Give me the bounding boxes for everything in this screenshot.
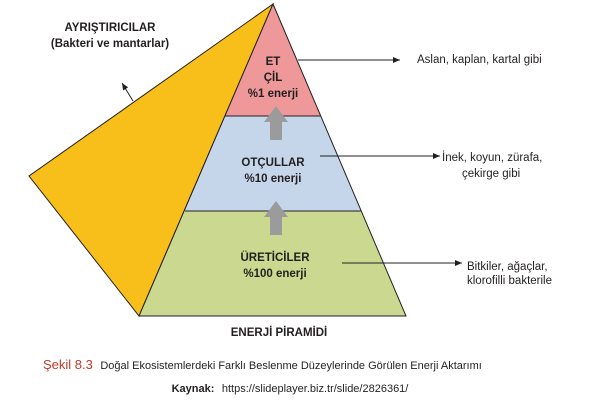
- figure-caption: Şekil 8.3 Doğal Ekosistemlerdeki Farklı …: [43, 356, 482, 373]
- herbivore-level: [185, 116, 361, 211]
- herbivore-examples-line1: İnek, koyun, zürafa,: [442, 151, 542, 164]
- source-line: Kaynak: https://slideplayer.biz.tr/slide…: [172, 379, 410, 396]
- energy-up-arrow-icon: [264, 201, 288, 235]
- carnivore-label-line2: ÇİL: [264, 71, 283, 84]
- carnivore-energy: %1 enerji: [248, 88, 299, 100]
- decomposer-title: AYRIŞTIRICILAR: [65, 22, 157, 34]
- source-label: Kaynak:: [172, 383, 215, 395]
- diagram-title: ENERJİ PİRAMİDİ: [231, 326, 328, 339]
- decomposer-arrow-icon: [121, 82, 134, 102]
- decomposer-subtitle: (Bakteri ve mantarlar): [51, 38, 169, 50]
- caption-label: Şekil 8.3: [43, 357, 93, 372]
- herbivore-label: OTÇULLAR: [241, 157, 305, 169]
- herbivore-energy: %10 enerji: [245, 173, 302, 185]
- source-url: https://slideplayer.biz.tr/slide/2826361…: [222, 383, 409, 395]
- carnivore-label-line1: ET: [266, 56, 281, 68]
- caption-text: Doğal Ekosistemlerdeki Farklı Beslenme D…: [100, 360, 482, 372]
- herbivore-examples-line2: çekirge gibi: [462, 168, 520, 180]
- producer-energy: %100 enerji: [243, 268, 306, 280]
- carnivore-examples: Aslan, kaplan, kartal gibi: [417, 54, 542, 66]
- producer-label: ÜRETİCİLER: [241, 251, 311, 264]
- producer-examples-line2: klorofilli bakterile: [467, 275, 552, 287]
- producer-level: [139, 211, 406, 316]
- pyramid-outline: [138, 2, 407, 317]
- producer-examples-line1: Bitkiler, ağaçlar,: [467, 261, 548, 273]
- energy-up-arrow-icon: [264, 106, 288, 140]
- carnivore-level: [225, 4, 321, 116]
